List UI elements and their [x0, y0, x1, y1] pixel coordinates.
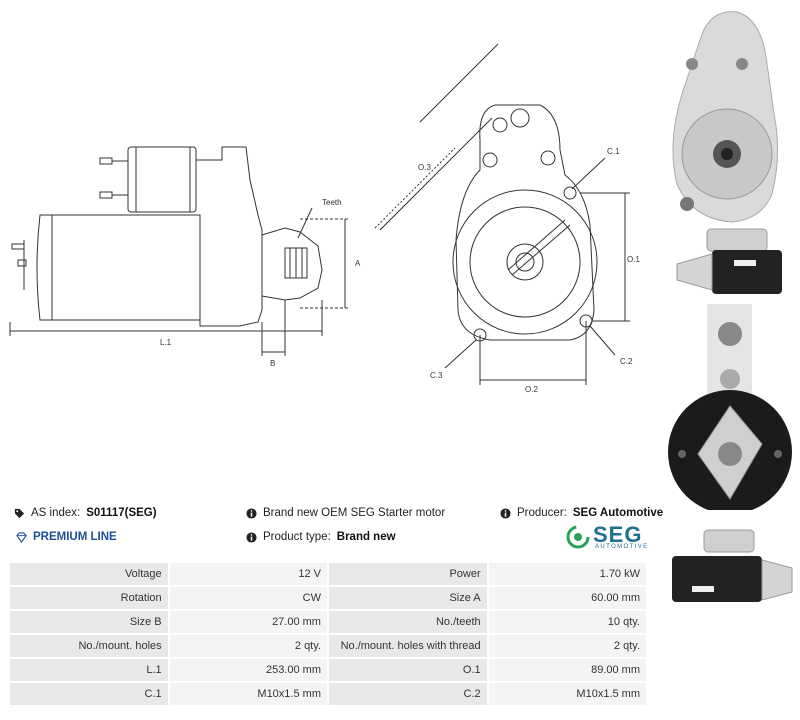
spec-label: No./teeth — [328, 611, 487, 633]
product-type-label: Product type: — [263, 531, 331, 543]
spec-value: 12 V — [169, 563, 327, 585]
spec-label: No./mount. holes — [10, 635, 168, 657]
product-type-value: Brand new — [336, 531, 396, 543]
seg-automotive-logo: SEG AUTOMOTIVE — [565, 522, 653, 552]
spec-label: C.2 — [328, 683, 487, 705]
product-type: Product type: Brand new — [246, 531, 396, 543]
spec-label: No./mount. holes with thread — [328, 635, 487, 657]
product-photo-rear[interactable] — [662, 304, 798, 510]
spec-value: 60.00 mm — [488, 587, 646, 609]
dim-a-label: A — [355, 259, 361, 268]
as-index: AS index: S01117(SEG) — [14, 507, 157, 519]
dim-b-label: B — [270, 359, 275, 368]
spec-value: 2 qty. — [169, 635, 327, 657]
description-text: Brand new OEM SEG Starter motor — [263, 507, 446, 519]
spec-label: Power — [328, 563, 487, 585]
side-view-drawing — [9, 146, 350, 356]
spec-label: Rotation — [10, 587, 168, 609]
product-photo-front[interactable] — [662, 4, 798, 226]
spec-label: O.1 — [328, 659, 487, 681]
dim-l1-label: L.1 — [160, 338, 172, 347]
spec-label: Size B — [10, 611, 168, 633]
spec-value: 27.00 mm — [169, 611, 327, 633]
spec-value: 10 qty. — [488, 611, 646, 633]
seg-logo-name: SEG — [593, 522, 643, 547]
info-icon — [246, 507, 257, 519]
spec-value: 1.70 kW — [488, 563, 646, 585]
product-photo-side[interactable] — [672, 224, 790, 302]
spec-value: 2 qty. — [488, 635, 646, 657]
spec-value: 89.00 mm — [488, 659, 646, 681]
dim-c1-label: C.1 — [607, 147, 620, 156]
product-photo-side-2[interactable] — [664, 520, 798, 610]
info-icon — [500, 507, 511, 519]
tag-icon — [14, 508, 25, 518]
technical-drawings: Teeth A B L.1 O.3 C.1 O.1 C.2 C.3 O.2 — [9, 43, 640, 394]
seg-logo-mark — [566, 525, 590, 549]
premium-line-label: PREMIUM LINE — [33, 531, 117, 543]
teeth-label: Teeth — [322, 198, 342, 207]
spec-label: Size A — [328, 587, 487, 609]
as-index-label: AS index: — [31, 507, 81, 519]
spec-value: CW — [169, 587, 327, 609]
spec-label: C.1 — [10, 683, 168, 705]
producer: Producer: SEG Automotive — [500, 507, 663, 519]
premium-line[interactable]: PREMIUM LINE — [16, 531, 117, 543]
dim-c3-label: C.3 — [430, 371, 443, 380]
dim-o2-label: O.2 — [525, 385, 538, 394]
spec-value: M10x1.5 mm — [488, 683, 646, 705]
product-info: AS index: S01117(SEG) Brand new OEM SEG … — [14, 503, 663, 551]
dim-o3-label: O.3 — [418, 163, 431, 172]
spec-label: Voltage — [10, 563, 168, 585]
spec-label: L.1 — [10, 659, 168, 681]
dim-o1-label: O.1 — [627, 255, 640, 264]
diamond-icon — [16, 531, 27, 543]
as-index-value: S01117(SEG) — [86, 507, 157, 519]
spec-value: M10x1.5 mm — [169, 683, 327, 705]
description: Brand new OEM SEG Starter motor — [246, 507, 445, 519]
producer-label: Producer: — [517, 507, 567, 519]
front-view-drawing — [374, 43, 630, 385]
producer-value: SEG Automotive — [572, 507, 664, 519]
dim-c2-label: C.2 — [620, 357, 633, 366]
info-icon — [246, 531, 257, 543]
spec-value: 253.00 mm — [169, 659, 327, 681]
seg-logo-sub: AUTOMOTIVE — [595, 544, 649, 550]
